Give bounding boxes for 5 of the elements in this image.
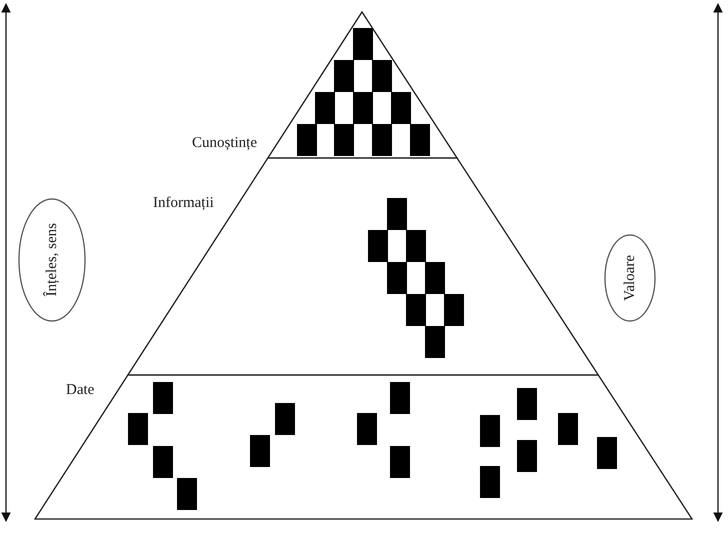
tier-label: Informații [153, 196, 214, 211]
tier-label: Cunoștințe [192, 136, 258, 151]
tier-label: Date [66, 383, 94, 398]
axis-label: Valoare [622, 255, 638, 301]
axis-label: Înțeles, sens [44, 223, 60, 297]
